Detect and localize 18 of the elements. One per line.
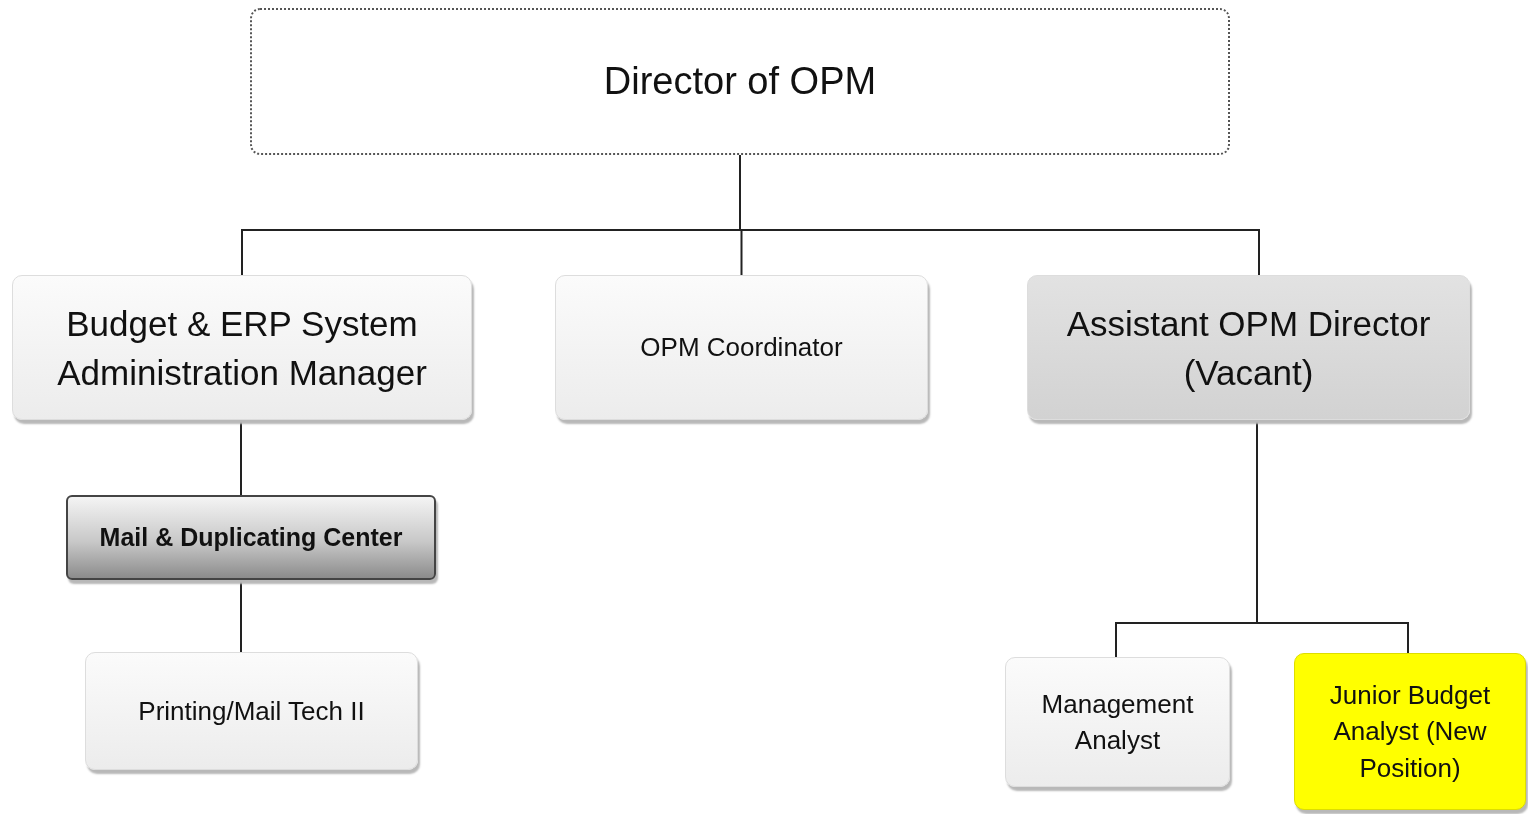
connector-line: [240, 579, 242, 653]
position-title: Director of OPM: [602, 58, 878, 104]
connector-line: [240, 419, 242, 496]
position-box: [1294, 653, 1526, 810]
position-box: [1027, 275, 1470, 420]
position-title: Junior Budget Analyst (New Position): [1328, 678, 1492, 785]
position-box: [1005, 657, 1230, 787]
position-title: Management Analyst: [1040, 687, 1195, 757]
position-title: Budget & ERP System Administration Manager: [56, 302, 428, 394]
title-box: [250, 8, 1230, 155]
position-box: [66, 495, 436, 580]
position-box: [12, 275, 472, 420]
position-title: Printing/Mail Tech II: [137, 694, 366, 728]
position-title: Mail & Duplicating Center: [98, 522, 404, 553]
position-title: Assistant OPM Director (Vacant): [1065, 302, 1432, 394]
position-title: OPM Coordinator: [639, 331, 844, 365]
position-box: [85, 652, 418, 770]
position-box: [555, 275, 928, 420]
